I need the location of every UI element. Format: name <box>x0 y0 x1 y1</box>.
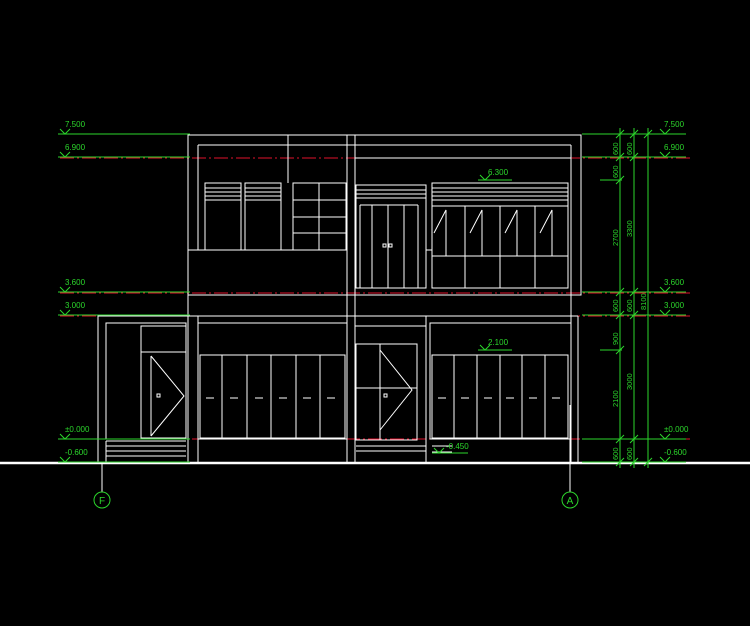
left-level-7500: 7.500 <box>65 120 86 129</box>
dim-inner-600-b: 600 <box>611 299 620 312</box>
balcony-slab <box>187 249 348 317</box>
right-level-3000: 3.000 <box>664 301 685 310</box>
right-dimension-lines <box>582 128 686 468</box>
louvre-slats-1 <box>205 187 281 201</box>
interior-level-2100: 2.100 <box>488 338 509 347</box>
right-level-3600: 3.600 <box>664 278 685 287</box>
axis-bubble-f: F <box>93 491 111 509</box>
left-level-3000: 3.000 <box>65 301 86 310</box>
axis-label-a: A <box>567 496 574 507</box>
lower-left-wing <box>97 315 189 463</box>
level-lines <box>60 157 690 440</box>
building-outline <box>97 134 582 464</box>
interior-level-6300: 6.300 <box>488 168 509 177</box>
right-level-7500: 7.500 <box>664 120 685 129</box>
axis-label-f: F <box>99 496 105 507</box>
louvre-window-2 <box>244 182 282 251</box>
dim-inner-2100: 2100 <box>611 390 620 407</box>
left-level-0000: ±0.000 <box>65 425 90 434</box>
right-level-6900: 6.900 <box>664 143 685 152</box>
interior-level-markers <box>432 174 512 454</box>
louvre-window-1 <box>204 182 242 251</box>
dim-inner-600-top: 600 <box>611 142 620 155</box>
axis-bubble-a: A <box>561 491 579 509</box>
dim-inner-600-a: 600 <box>611 165 620 178</box>
dim-inner-600-bottom: 600 <box>611 447 620 460</box>
lower-center-door <box>355 343 418 441</box>
dim-overall-8100: 8100 <box>639 293 648 310</box>
right-level-0000: ±0.000 <box>664 425 689 434</box>
axis-lines <box>101 405 571 492</box>
left-level-6900: 6.900 <box>65 143 86 152</box>
left-level-minus-0600: -0.600 <box>65 448 88 457</box>
interior-level-minus-0450: -0.450 <box>446 442 469 451</box>
upper-door <box>355 184 427 289</box>
dim-outer-3300: 3300 <box>625 220 634 237</box>
lower-glazing-left <box>197 322 348 440</box>
dim-inner-900: 900 <box>611 332 620 345</box>
dim-inner-2700: 2700 <box>611 229 620 246</box>
dim-outer-600-mid: 600 <box>625 299 634 312</box>
lower-left-door <box>140 325 187 439</box>
dim-outer-3000: 3000 <box>625 373 634 390</box>
dim-outer-600-top: 600 <box>625 142 634 155</box>
dim-outer-600-bottom: 600 <box>625 447 634 460</box>
right-level-minus-0600: -0.600 <box>664 448 687 457</box>
left-level-markers <box>58 128 190 463</box>
left-level-3600: 3.600 <box>65 278 86 287</box>
upper-block <box>187 134 582 296</box>
